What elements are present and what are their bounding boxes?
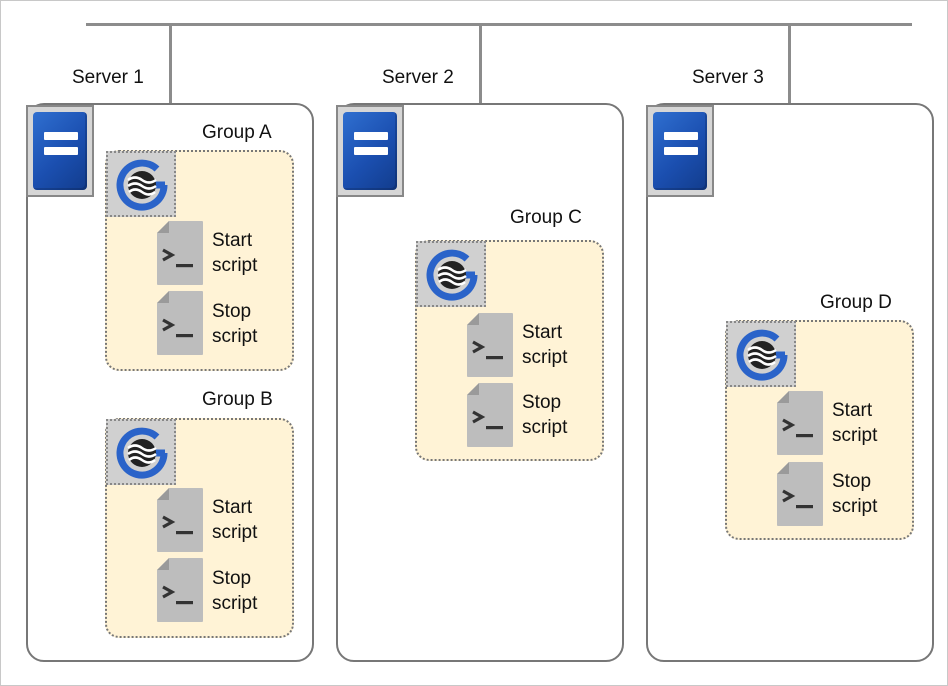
group-a-label: Group A <box>202 122 272 143</box>
script-label-line1: Start <box>212 230 253 251</box>
script-label-line2: script <box>522 347 568 368</box>
server-icon <box>336 105 404 197</box>
server-2-label: Server 2 <box>382 67 454 88</box>
failover-group-icon <box>416 241 486 307</box>
script-label-line2: script <box>522 417 568 438</box>
script-label-line1: Stop <box>212 568 252 589</box>
server1-connector <box>169 23 172 106</box>
server-1-label: Server 1 <box>72 67 144 88</box>
group-c-label: Group C <box>510 207 582 228</box>
server-icon <box>646 105 714 197</box>
start-script-icon <box>776 390 824 456</box>
start-script-icon <box>156 220 204 286</box>
stop-script-icon <box>776 461 824 527</box>
script-label-line1: Start <box>832 400 873 421</box>
script-label-line1: Stop <box>212 301 252 322</box>
script-label-line2: script <box>832 425 878 446</box>
stop-script-label: Stop script <box>522 390 567 440</box>
failover-group-icon <box>106 151 176 217</box>
script-label-line2: script <box>212 522 258 543</box>
stop-script-icon <box>156 557 204 623</box>
stop-script-label: Stop script <box>832 469 877 519</box>
start-script-label: Start script <box>832 398 877 448</box>
start-script-label: Start script <box>212 495 257 545</box>
start-script-icon <box>156 487 204 553</box>
start-script-label: Start script <box>212 228 257 278</box>
script-label-line2: script <box>832 496 878 517</box>
script-label-line1: Start <box>212 497 253 518</box>
failover-group-icon <box>726 321 796 387</box>
stop-script-icon <box>466 382 514 448</box>
script-label-line1: Stop <box>832 471 872 492</box>
group-b-label: Group B <box>202 389 273 410</box>
failover-group-icon <box>106 419 176 485</box>
server-icon <box>26 105 94 197</box>
script-label-line2: script <box>212 593 258 614</box>
start-script-icon <box>466 312 514 378</box>
script-label-line2: script <box>212 326 258 347</box>
server-3-label: Server 3 <box>692 67 764 88</box>
stop-script-label: Stop script <box>212 299 257 349</box>
server2-connector <box>479 23 482 106</box>
script-label-line2: script <box>212 255 258 276</box>
server3-connector <box>788 23 791 106</box>
stop-script-label: Stop script <box>212 566 257 616</box>
group-d-label: Group D <box>820 292 892 313</box>
network-line <box>86 23 912 26</box>
stop-script-icon <box>156 290 204 356</box>
script-label-line1: Stop <box>522 392 562 413</box>
start-script-label: Start script <box>522 320 567 370</box>
script-label-line1: Start <box>522 322 563 343</box>
